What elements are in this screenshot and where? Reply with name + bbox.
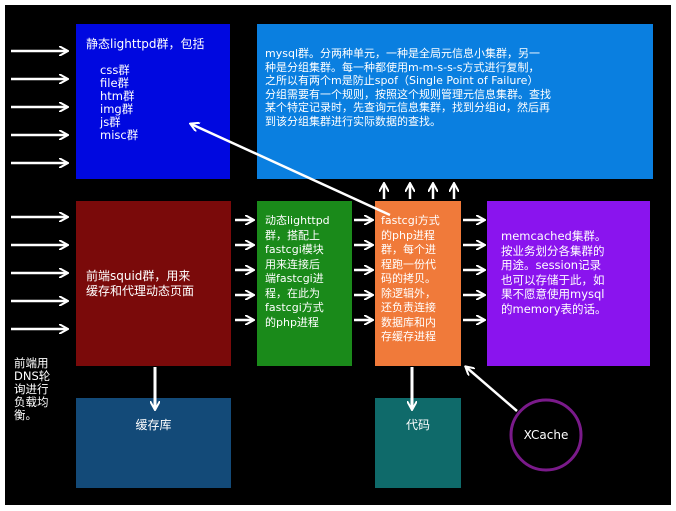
- static-item-misc: misc群: [100, 128, 139, 142]
- architecture-diagram: 静态lighttpd群，包括 css群 file群 htm群 img群 js群 …: [5, 5, 671, 505]
- xcache-ring: [509, 398, 583, 472]
- mysql-cluster-box: mysql群。分两种单元，一种是全局元信息小集群，另一 种是分组集群。每一种都使…: [257, 24, 653, 179]
- static-item-js: js群: [100, 115, 121, 129]
- static-lighttpd-box: 静态lighttpd群，包括 css群 file群 htm群 img群 js群 …: [76, 24, 230, 179]
- static-item-htm: htm群: [100, 89, 135, 103]
- static-box-title: 静态lighttpd群，包括: [86, 37, 205, 51]
- code-label: 代码: [405, 418, 430, 432]
- arrow-php-to-static: [191, 124, 391, 217]
- static-item-img: img群: [100, 102, 134, 116]
- memcached-box: memcached集群。 按业务划分各集群的 用途。session记录 也可以存…: [487, 201, 650, 366]
- connector-arrows: XCache: [11, 5, 583, 472]
- dns-note: 前端用 DNS轮 询进行 负载均 衡。: [14, 356, 51, 422]
- static-items-list: css群 file群 htm群 img群 js群 misc群: [100, 64, 230, 142]
- cache-store-label: 缓存库: [135, 418, 172, 432]
- xcache-label: XCache: [524, 428, 569, 442]
- static-item-css: css群: [100, 63, 130, 77]
- cache-store-box: 缓存库: [76, 398, 231, 488]
- squid-box-text: 前端squid群，用来 缓存和代理动态页面: [86, 268, 195, 298]
- code-box: 代码: [375, 398, 461, 488]
- arrow-xcache-to-php: [466, 367, 518, 412]
- static-item-file: file群: [100, 76, 130, 90]
- dynamic-lighttpd-box: 动态lighttpd 群，搭配上 fastcgi模块 用来连接后 端fastcg…: [257, 201, 352, 366]
- php-fastcgi-box: fastcgi方式 的php进程 群，每个进 程跑一份代 码的拷贝。 除逻辑外，…: [375, 201, 461, 366]
- squid-box: 前端squid群，用来 缓存和代理动态页面: [76, 201, 231, 366]
